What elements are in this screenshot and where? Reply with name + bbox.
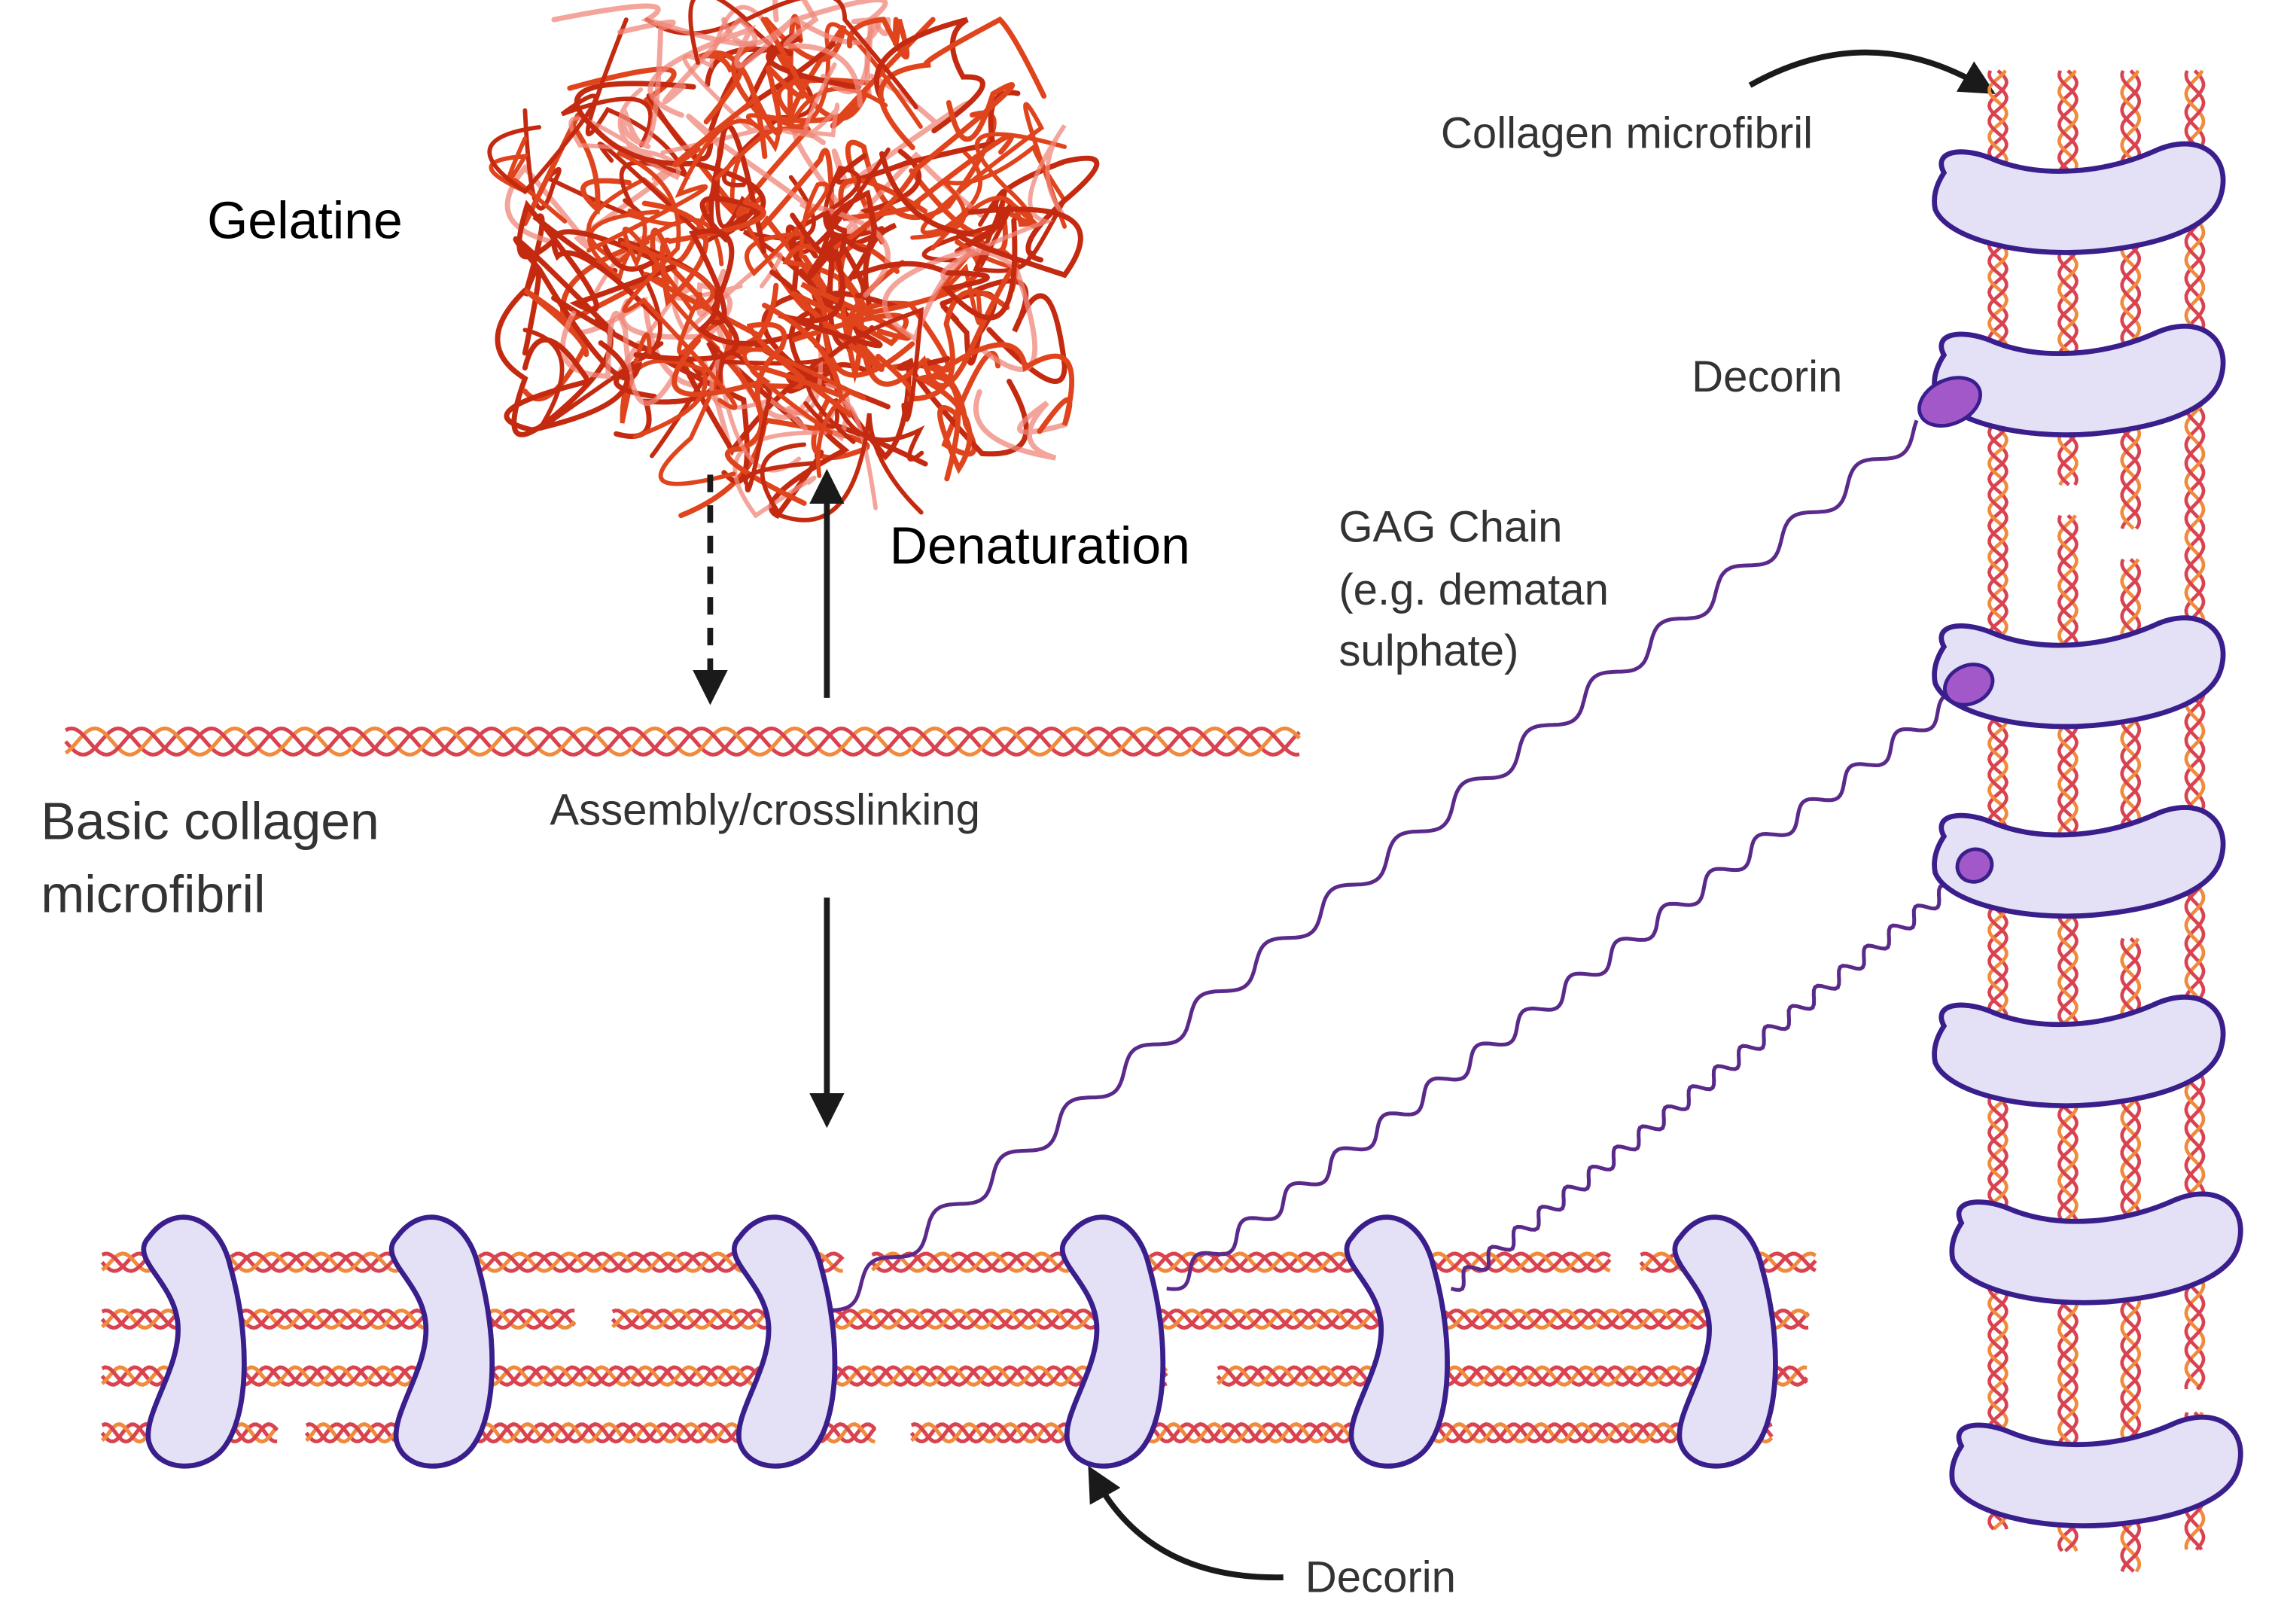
- gelatine-strand: [785, 22, 923, 130]
- basic-fibril-strand: [64, 726, 1301, 757]
- gelatine-strand: [879, 151, 1083, 279]
- gelatine-strand: [851, 218, 1018, 321]
- gelatine-strand: [617, 151, 738, 410]
- basic-collagen-microfibril: [64, 726, 1301, 757]
- decorin-protein: [1059, 1214, 1166, 1469]
- gelatine-strand: [522, 213, 618, 356]
- gelatine-strand: [910, 144, 1067, 240]
- gag-chain-label-line2: (e.g. dematan: [1339, 565, 1609, 614]
- gelatine-strand: [688, 0, 918, 110]
- gelatine-strand: [672, 17, 806, 168]
- gelatine-strand: [658, 292, 736, 486]
- gelatine-strand: [551, 229, 662, 322]
- curved-arrow-decorin-icon: [1088, 1465, 1284, 1580]
- gag-chain: [1166, 695, 1946, 1291]
- decorin-protein: [1932, 323, 2226, 437]
- gelatine-strand: [560, 310, 677, 406]
- gag-chain-label-line3: sulphate): [1339, 626, 1518, 675]
- horizontal-fibril-strand: [910, 1421, 1773, 1444]
- vertical-fibril-strand: [2120, 69, 2141, 529]
- gelatine-strand: [513, 236, 657, 400]
- gelatine-strand: [790, 290, 909, 372]
- decorin-cores: [1917, 376, 1995, 884]
- gelatine-strand: [803, 398, 925, 462]
- horizontal-decorins: [141, 1214, 1778, 1469]
- decorin-protein: [1949, 1191, 2243, 1306]
- decorin-protein: [1932, 141, 2226, 255]
- gelatine-strand: [516, 200, 676, 313]
- gelatine-strand: [805, 306, 924, 444]
- gelatine-strand: [790, 189, 877, 262]
- gelatine-strand: [504, 337, 630, 433]
- gelatine-strand: [833, 82, 1016, 250]
- decorin-label-bottom: Decorin: [1305, 1552, 1456, 1601]
- gelatine-strand: [718, 350, 819, 493]
- vertical-decorins: [1932, 141, 2243, 1529]
- gelatine-label: Gelatine: [207, 191, 403, 250]
- decorin-protein: [1672, 1214, 1778, 1469]
- gag-core-protein: [1943, 663, 1995, 707]
- gelatine-strand: [772, 0, 863, 108]
- denaturation-label: Denaturation: [890, 516, 1190, 575]
- gelatine-strand: [574, 81, 766, 232]
- decorin-protein: [1932, 805, 2226, 919]
- gelatine-strand: [620, 268, 732, 340]
- decorin-protein: [732, 1214, 838, 1469]
- gelatine-strand: [973, 388, 1067, 461]
- gelatine-strand: [973, 188, 1067, 273]
- gelatine-strand: [698, 50, 768, 160]
- gelatine-strand: [928, 342, 1075, 434]
- gelatine-strand: [672, 303, 844, 400]
- decorin-protein: [1949, 1414, 2243, 1529]
- gelatine-strand: [878, 16, 1047, 151]
- gelatine-strand: [888, 350, 1001, 457]
- gelatine-strand: [920, 102, 1067, 236]
- decorin-protein: [141, 1214, 247, 1469]
- decorin-label-top: Decorin: [1692, 352, 1842, 401]
- horizontal-fibril-strand: [910, 1421, 1774, 1444]
- gelatine-strand: [838, 133, 1015, 221]
- vertical-fibril-strand: [2184, 70, 2206, 1391]
- gag-chains: [828, 419, 1964, 1312]
- decorin-protein: [388, 1214, 495, 1469]
- gelatine-strand: [617, 19, 676, 150]
- basic-collagen-label-line2: microfibril: [41, 865, 265, 924]
- gelatine-strand: [722, 282, 807, 506]
- gelatine-strand: [672, 251, 783, 337]
- gelatine-strand: [745, 181, 830, 277]
- horizontal-fibril-strand: [101, 1365, 1168, 1387]
- basic-fibril-strand: [65, 726, 1300, 757]
- gelatine-strand: [913, 373, 973, 482]
- gag-chain-label-line1: GAG Chain: [1339, 503, 1562, 552]
- decorin-protein: [1932, 994, 2226, 1109]
- basic-fibril-strand: [64, 726, 1301, 757]
- gelatine-tangle: [487, 0, 1100, 523]
- gag-core-protein: [1917, 376, 1982, 428]
- collagen-microfibril-label: Collagen microfibril: [1441, 109, 1813, 158]
- horizontal-fibril-bundle: [100, 1251, 1817, 1444]
- gelatine-strand: [778, 210, 883, 349]
- gelatine-strand: [781, 62, 840, 139]
- vertical-fibril-strand: [2184, 69, 2206, 1391]
- basic-collagen-label-line1: Basic collagen: [41, 792, 379, 851]
- decorin-protein: [1344, 1214, 1450, 1469]
- gelatine-strand: [930, 132, 1067, 251]
- gelatine-strand: [620, 208, 715, 312]
- gelatine-strand: [757, 148, 835, 294]
- gag-chain: [1450, 883, 1964, 1292]
- gelatine-strand: [647, 17, 795, 118]
- gelatine-strand: [873, 17, 985, 134]
- gag-chain: [828, 419, 1919, 1312]
- curved-arrow-collagen-icon: [1748, 49, 1996, 94]
- assembly-crosslinking-label: Assembly/crosslinking: [550, 785, 980, 834]
- gelatine-strand: [858, 265, 1019, 388]
- gelatine-strand: [846, 17, 910, 59]
- gelatine-strand: [940, 123, 1067, 281]
- gelatine-strand: [699, 123, 766, 254]
- vertical-fibril-strand: [2120, 70, 2141, 530]
- gelatine-strand: [487, 93, 653, 195]
- gag-core-protein: [1955, 847, 1994, 884]
